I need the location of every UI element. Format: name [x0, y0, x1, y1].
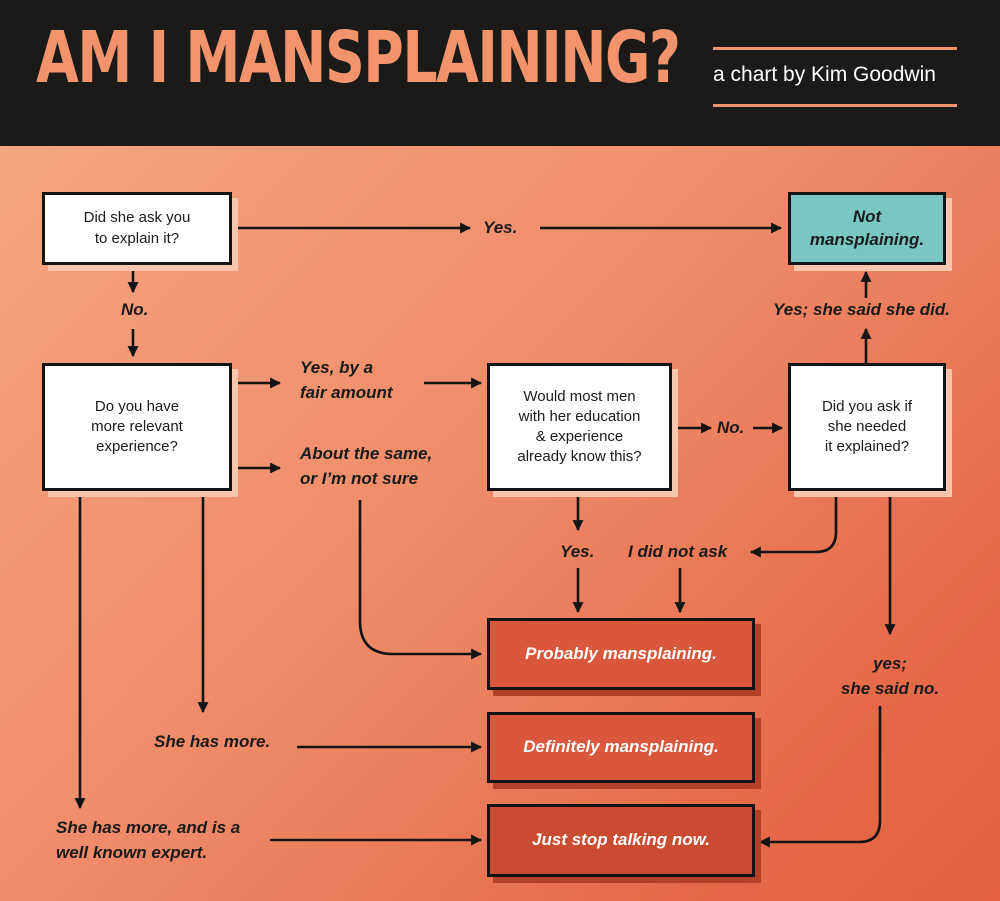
question-text-most-men: Would most men with her education & expe…: [517, 387, 642, 466]
flowchart: Did she ask you to explain it? Do you ha…: [0, 146, 1000, 901]
connector-lines: [74, 222, 896, 848]
label-about-the-same: About the same, or I’m not sure: [300, 444, 433, 488]
arrow-saidno-stop: [758, 706, 882, 848]
question-text-did-you-ask: Did you ask if she needed it explained?: [821, 397, 913, 456]
result-not-mansplaining: Not mansplaining.: [788, 192, 946, 265]
label-no-left: No.: [121, 300, 149, 319]
arrow-same-probably: [358, 500, 483, 660]
question-text-asked: Did she ask you to explain it?: [83, 209, 191, 247]
question-text-experience: Do you have more relevant experience?: [91, 397, 183, 456]
result-probably: Probably mansplaining.: [487, 618, 755, 690]
label-yes-mid: Yes.: [560, 542, 595, 561]
label-i-did-not-ask: I did not ask: [628, 542, 728, 561]
label-yes-top: Yes.: [483, 218, 518, 237]
result-text-not-mansplaining: Not mansplaining.: [809, 206, 925, 249]
label-yes-fair-amount: Yes, by a fair amount: [300, 358, 393, 402]
page-title: AM I MANSPLAINING?: [36, 16, 681, 99]
label-she-has-more-expert: She has more, and is a well known expert…: [56, 818, 241, 862]
subtitle-rule-top: [713, 47, 957, 50]
result-text-definitely: Definitely mansplaining.: [523, 737, 719, 757]
question-box-experience: Do you have more relevant experience?: [42, 363, 232, 491]
label-she-has-more: She has more.: [154, 732, 271, 751]
question-box-most-men: Would most men with her education & expe…: [487, 363, 672, 491]
header-bar: AM I MANSPLAINING? a chart by Kim Goodwi…: [0, 0, 1000, 146]
label-no-mid: No.: [717, 418, 745, 437]
result-text-stop-talking: Just stop talking now.: [532, 830, 710, 850]
label-yes-she-said-she-did: Yes; she said she did.: [773, 300, 950, 319]
result-text-probably: Probably mansplaining.: [525, 643, 717, 663]
subtitle-rule-bottom: [713, 104, 957, 107]
arrow-didask-notask: [749, 494, 838, 558]
result-stop-talking: Just stop talking now.: [487, 804, 755, 877]
question-box-did-you-ask: Did you ask if she needed it explained?: [788, 363, 946, 491]
question-box-asked: Did she ask you to explain it?: [42, 192, 232, 265]
result-definitely: Definitely mansplaining.: [487, 712, 755, 783]
subtitle: a chart by Kim Goodwin: [713, 63, 936, 86]
label-yes-she-said-no: yes; she said no.: [840, 654, 940, 698]
